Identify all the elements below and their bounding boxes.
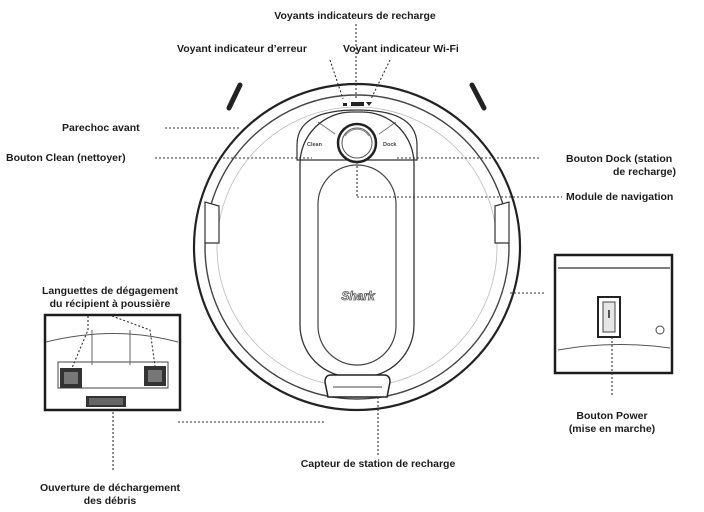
bumper-ring	[204, 94, 510, 400]
label-front-bumper: Parechoc avant	[62, 122, 140, 134]
label-charging-leds: Voyants indicateurs de recharge	[274, 10, 436, 22]
label-power-button-2: (mise en marche)	[568, 423, 656, 435]
label-navigation-module: Module de navigation	[566, 191, 674, 203]
brand-logo: Shark	[341, 289, 375, 304]
label-bin-release-1: Languettes de dégagement	[42, 285, 178, 297]
dock-key-label: Dock	[383, 142, 397, 148]
label-power-button-1: Bouton Power	[576, 410, 648, 422]
label-dock-button-2: de recharge)	[612, 166, 676, 178]
label-wifi-led: Voyant indicateur Wi-Fi	[343, 43, 459, 55]
front-sensor-bar	[324, 374, 391, 398]
dust-bin-inset	[43, 313, 182, 412]
label-debris-opening-2: des débris	[83, 495, 137, 507]
power-switch-inset	[553, 253, 674, 375]
label-clean-button: Bouton Clean (nettoyer)	[6, 152, 126, 164]
right-side-cutout	[494, 201, 510, 244]
left-side-brush	[226, 82, 243, 111]
inner-capsule	[317, 164, 397, 366]
error-led	[343, 103, 347, 106]
label-debris-opening-1: Ouverture de déchargement	[39, 482, 181, 494]
right-side-brush	[469, 82, 487, 111]
clean-key-label: Clean	[307, 142, 322, 148]
wifi-led	[366, 102, 372, 106]
left-side-cutout	[204, 201, 220, 244]
label-dock-button-1: Bouton Dock (station	[566, 153, 673, 165]
robot-body	[192, 82, 522, 412]
label-dock-sensor: Capteur de station de recharge	[300, 458, 456, 470]
leader-lines	[71, 24, 613, 470]
charging-leds	[351, 102, 364, 106]
label-error-led: Voyant indicateur d’erreur	[177, 43, 307, 55]
label-bin-release-2: du récipient à poussière	[49, 298, 171, 310]
